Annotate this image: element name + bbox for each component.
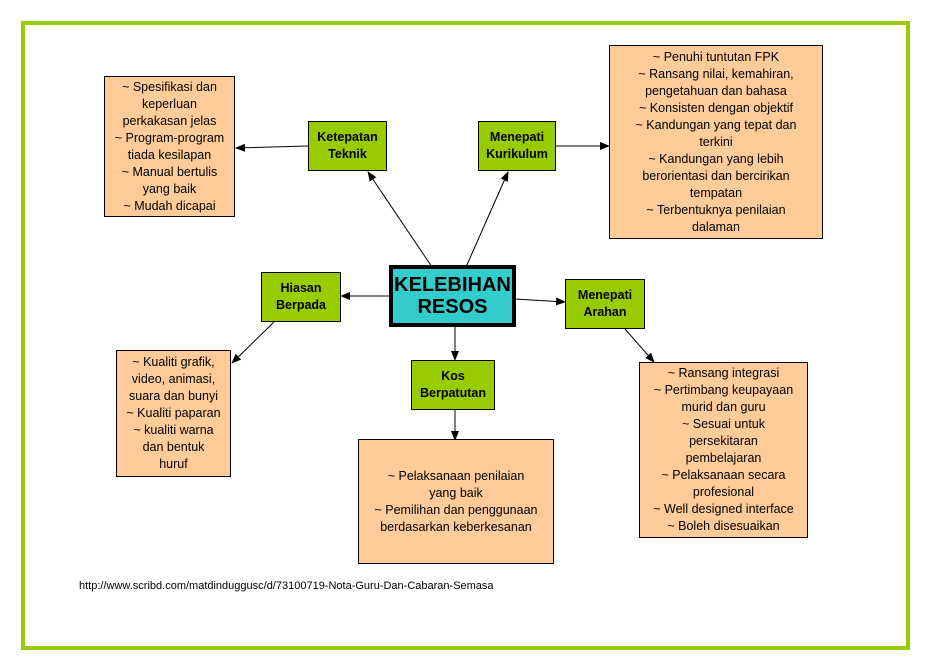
- branch-label-line1: Kos: [441, 369, 465, 383]
- arrow-center-to-menepati-kurikulum: [465, 171, 509, 268]
- arrow-hiasan-berpada-to-details: [231, 321, 275, 364]
- branch-node-menepati-kurikulum: Menepati Kurikulum: [478, 121, 556, 171]
- detail-text: ~ Penuhi tuntutan FPK ~ Ransang nilai, k…: [635, 49, 797, 234]
- central-node-line2: RESOS: [417, 296, 488, 318]
- detail-box-menepati-kurikulum: ~ Penuhi tuntutan FPK ~ Ransang nilai, k…: [609, 45, 823, 239]
- detail-text: ~ Kualiti grafik, video, animasi, suara …: [126, 355, 221, 471]
- detail-box-ketepatan-teknik: ~ Spesifikasi dan keperluan perkakasan j…: [104, 76, 235, 217]
- branch-label-line2: Berpada: [275, 298, 327, 312]
- branch-label-line1: Menepati: [577, 288, 633, 302]
- branch-label-line1: Ketepatan: [317, 130, 378, 144]
- branch-node-kos-berpatutan: Kos Berpatutan: [411, 360, 495, 410]
- detail-box-kos-berpatutan: ~ Pelaksanaan penilaian yang baik ~ Pemi…: [358, 439, 554, 564]
- central-node: KELEBIHAN RESOS: [389, 265, 516, 327]
- detail-box-menepati-arahan: ~ Ransang integrasi ~ Pertimbang keupaya…: [639, 362, 808, 538]
- branch-label-line1: Menepati: [489, 130, 545, 144]
- arrow-center-to-menepati-arahan: [514, 297, 566, 306]
- branch-node-hiasan-berpada: Hiasan Berpada: [261, 272, 341, 322]
- central-node-line1: KELEBIHAN: [394, 274, 511, 296]
- branch-node-ketepatan-teknik: Ketepatan Teknik: [308, 121, 387, 171]
- source-url: http://www.scribd.com/matdinduggusc/d/73…: [79, 580, 494, 592]
- arrow-menepati-arahan-to-details: [624, 328, 655, 363]
- arrow-center-to-ketepatan-teknik: [367, 171, 433, 268]
- branch-label-line2: Berpatutan: [420, 386, 486, 400]
- detail-text: ~ Pelaksanaan penilaian yang baik ~ Pemi…: [374, 468, 538, 534]
- branch-label-line1: Hiasan: [280, 281, 322, 295]
- branch-label-line2: Kurikulum: [486, 147, 548, 161]
- detail-text: ~ Ransang integrasi ~ Pertimbang keupaya…: [653, 366, 794, 533]
- detail-box-hiasan-berpada: ~ Kualiti grafik, video, animasi, suara …: [116, 350, 231, 477]
- diagram-frame: [21, 21, 910, 650]
- branch-label-line2: Arahan: [583, 305, 627, 319]
- detail-text: ~ Spesifikasi dan keperluan perkakasan j…: [114, 79, 225, 213]
- arrow-ketepatan-teknik-to-details: [235, 143, 309, 152]
- branch-node-menepati-arahan: Menepati Arahan: [565, 279, 645, 329]
- branch-label-line2: Teknik: [328, 147, 367, 161]
